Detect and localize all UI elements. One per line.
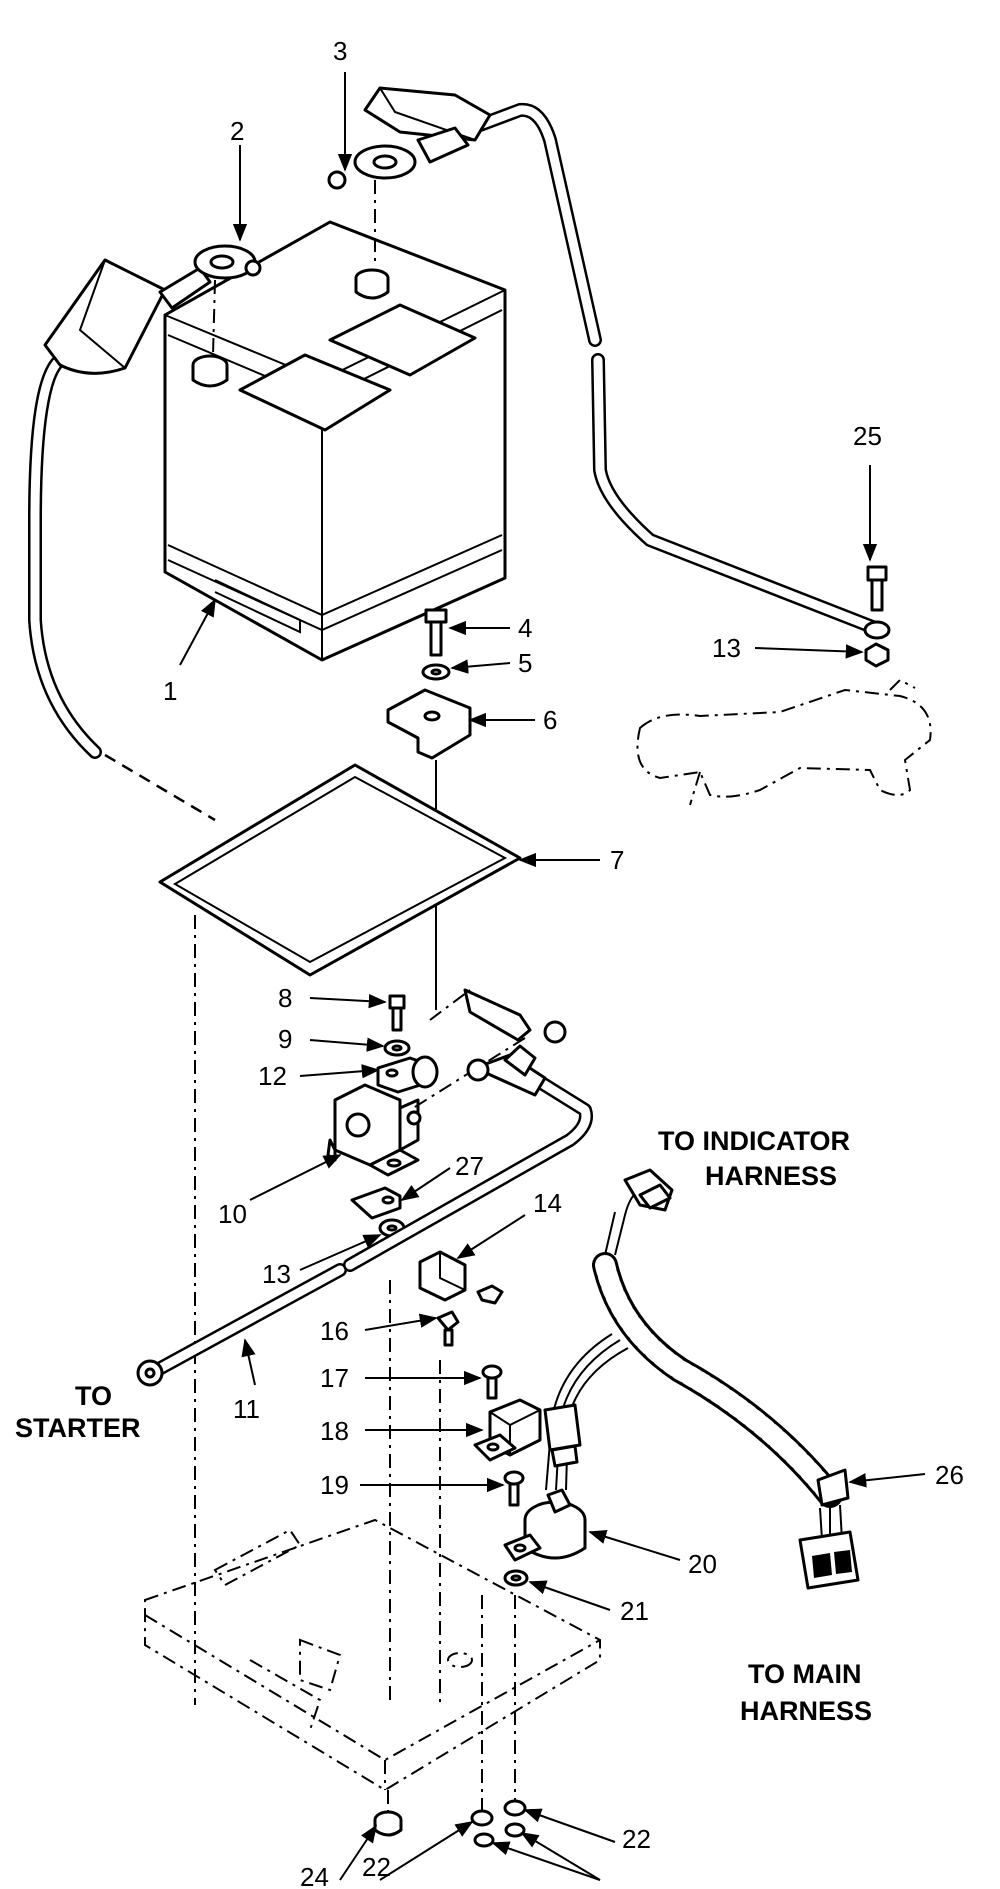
washer-5 xyxy=(421,663,451,681)
callout-11: 11 xyxy=(233,1394,260,1424)
callout-22-left: 22 xyxy=(362,1852,391,1882)
nut-24 xyxy=(373,1810,403,1837)
terminal-27 xyxy=(350,1186,402,1220)
callout-25: 25 xyxy=(853,421,882,451)
callout-19: 19 xyxy=(320,1470,349,1500)
washer-9 xyxy=(383,1039,411,1057)
leader-lines xyxy=(179,72,926,1881)
callout-5: 5 xyxy=(518,648,532,678)
wiring-harness-26 xyxy=(543,1168,860,1590)
note-starter-line2: STARTER xyxy=(15,1413,141,1443)
note-main-harness-line1: TO MAIN xyxy=(748,1659,862,1689)
callout-9: 9 xyxy=(278,1024,292,1054)
nut-22-right xyxy=(503,1799,527,1838)
screw-19 xyxy=(503,1470,525,1507)
sensor-20 xyxy=(503,1488,587,1562)
callout-14: 14 xyxy=(533,1188,562,1218)
callout-12: 12 xyxy=(258,1061,287,1091)
callout-3: 3 xyxy=(333,36,347,66)
battery xyxy=(163,220,507,662)
bolt-8 xyxy=(388,994,406,1032)
callout-7: 7 xyxy=(610,845,624,875)
callout-27: 27 xyxy=(455,1151,484,1181)
fuse-16 xyxy=(436,1310,460,1347)
callout-8: 8 xyxy=(278,983,292,1013)
nut-22-left xyxy=(470,1809,495,1848)
nut-13-upper xyxy=(864,642,890,668)
callout-20: 20 xyxy=(688,1549,717,1579)
callout-10: 10 xyxy=(218,1199,247,1229)
callout-24: 24 xyxy=(300,1862,329,1889)
base-plate xyxy=(144,1518,601,1792)
fuse-holder-14 xyxy=(418,1250,504,1305)
nut-21 xyxy=(503,1569,529,1587)
callout-13-lower: 13 xyxy=(262,1259,291,1289)
callout-21: 21 xyxy=(620,1596,649,1626)
screw-17 xyxy=(481,1364,503,1400)
callout-22-right: 22 xyxy=(622,1824,651,1854)
callout-6: 6 xyxy=(543,705,557,735)
clamp-12 xyxy=(376,1055,439,1094)
note-starter-line1: TO xyxy=(75,1381,112,1411)
note-indicator-harness-line2: HARNESS xyxy=(705,1161,837,1191)
starter-cable-11 xyxy=(136,1044,593,1387)
hold-down-bracket-6 xyxy=(386,688,472,760)
starter-motor xyxy=(636,678,932,806)
positive-cable xyxy=(327,86,891,640)
relay-18 xyxy=(473,1398,542,1462)
callout-17: 17 xyxy=(320,1363,349,1393)
battery-tray xyxy=(158,763,522,1705)
callout-13-upper: 13 xyxy=(712,633,741,663)
bolt-4 xyxy=(424,608,448,657)
callout-1: 1 xyxy=(163,676,177,706)
switch-cable xyxy=(409,988,567,1111)
callout-4: 4 xyxy=(518,613,532,643)
callout-18: 18 xyxy=(320,1416,349,1446)
callout-26: 26 xyxy=(935,1460,964,1490)
callout-2: 2 xyxy=(230,116,244,146)
negative-cable xyxy=(28,244,262,822)
disconnect-switch-10 xyxy=(326,1083,422,1177)
bolt-25 xyxy=(866,565,888,612)
callout-16: 16 xyxy=(320,1316,349,1346)
note-main-harness-line2: HARNESS xyxy=(740,1696,872,1726)
note-indicator-harness-line1: TO INDICATOR xyxy=(658,1126,850,1156)
